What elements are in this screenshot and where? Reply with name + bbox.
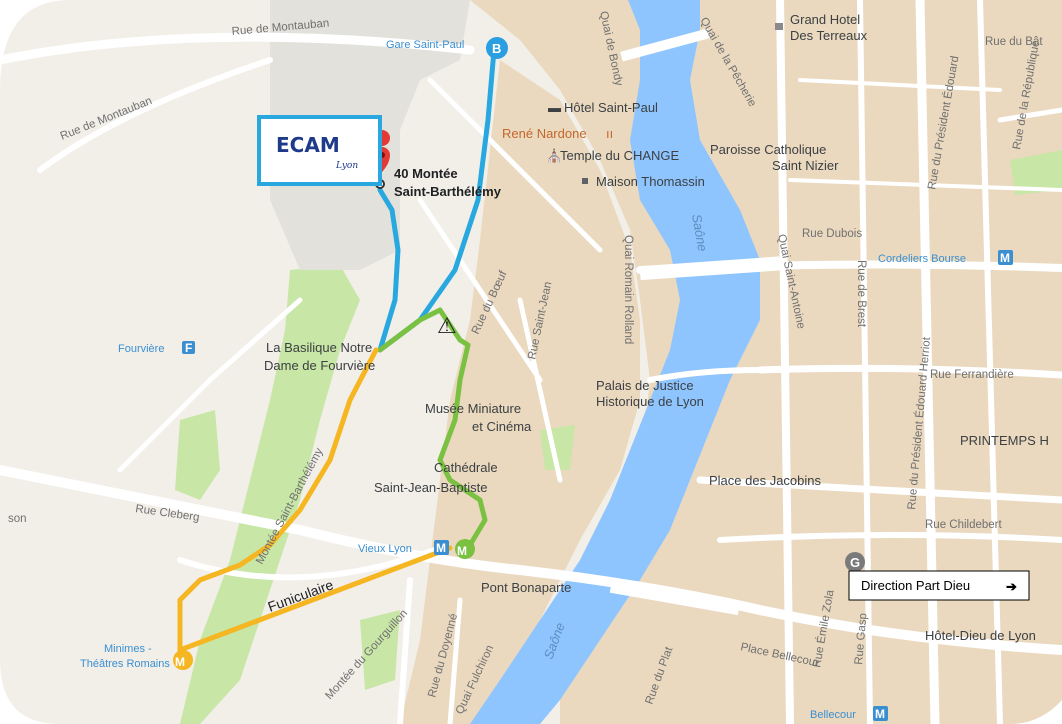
start-marker[interactable] <box>486 37 508 59</box>
park-small-2 <box>360 610 400 690</box>
place-palais-2: Historique de Lyon <box>596 394 704 409</box>
route-orange-funiculaire <box>177 545 453 653</box>
ecam-logo-text: ECAM <box>276 133 340 157</box>
maison-icon <box>582 178 588 184</box>
metro-circle-green[interactable] <box>455 539 475 559</box>
place-paroisse-2: Saint Nizier <box>772 158 839 173</box>
direction-part-dieu-label: Direction Part Dieu <box>861 578 970 593</box>
place-basilique-1: La Basilique Notre <box>266 340 372 355</box>
warning-icon[interactable]: ⚠ <box>437 314 457 339</box>
place-musee-2: et Cinéma <box>472 419 532 434</box>
place-minimes-2: Théâtres Romains <box>80 658 170 670</box>
street-rue-de-brest: Rue de Brest <box>855 260 867 328</box>
place-musee-1: Musée Miniature <box>425 401 521 416</box>
place-destination-1: 40 Montée <box>394 166 458 181</box>
place-printemps: PRINTEMPS H <box>960 433 1049 448</box>
place-pont-bonaparte: Pont Bonaparte <box>481 580 571 595</box>
park-small-1 <box>175 410 220 500</box>
fourviere-badge <box>182 341 195 354</box>
street-rue-gasparin: Rue Gasp <box>853 613 869 666</box>
park-fourviere <box>180 265 360 724</box>
route-orange-montee <box>177 347 379 658</box>
street-rue-ferrandiere: Rue Ferrandière <box>930 369 1014 381</box>
place-vieux-lyon: Vieux Lyon <box>358 543 412 555</box>
metro-circle-orange[interactable] <box>173 650 193 670</box>
metro-badge-vieux-lyon-letter: M <box>436 541 446 555</box>
hotel-icon: ▬ <box>548 100 561 115</box>
street-rue-childebert: Rue Childebert <box>925 519 1003 531</box>
fourviere-badge-letter: F <box>185 341 192 355</box>
river-label-saone-1: Saône <box>689 213 710 253</box>
place-hotel-saint-paul: Hôtel Saint-Paul <box>564 100 658 115</box>
temple-icon: ⛪ <box>546 147 562 163</box>
place-destination-2: Saint-Barthélémy <box>394 184 502 199</box>
metro-badge-cordeliers-letter: M <box>1000 251 1010 265</box>
place-fourviere: Fourvière <box>118 343 164 355</box>
park-small-3 <box>1010 150 1062 195</box>
place-maison-thomassin: Maison Thomassin <box>596 174 705 189</box>
metro-badge-bellecour-letter: M <box>875 707 885 721</box>
ecam-logo-box <box>257 115 382 186</box>
street-quai-romain-rolland: Quai Romain Rolland <box>622 235 634 344</box>
place-hotel-dieu: Hôtel-Dieu de Lyon <box>925 628 1036 643</box>
street-rue-dubois: Rue Dubois <box>802 228 862 240</box>
route-green <box>377 307 488 548</box>
end-marker-letter: G <box>850 555 860 570</box>
place-paroisse-1: Paroisse Catholique <box>710 142 826 157</box>
metro-badge-bellecour[interactable] <box>873 706 888 721</box>
place-temple-change: Temple du CHANGE <box>560 148 680 163</box>
grand-hotel-icon <box>775 23 783 30</box>
place-grand-hotel-2: Des Terreaux <box>790 28 868 43</box>
metro-badge-cordeliers[interactable] <box>998 250 1013 265</box>
direction-part-dieu-box[interactable] <box>848 570 1030 601</box>
metro-circle-green-letter: M <box>457 544 467 558</box>
place-cathedrale-1: Cathédrale <box>434 460 498 475</box>
place-gare-saint-paul: Gare Saint-Paul <box>386 39 464 51</box>
place-palais-1: Palais de Justice <box>596 378 694 393</box>
ecam-logo-subtitle: Lyon <box>335 161 358 171</box>
start-marker-letter: B <box>492 41 501 56</box>
place-cathedrale-2: Saint-Jean-Baptiste <box>374 480 487 495</box>
direction-arrow-icon: ➔ <box>1006 579 1017 594</box>
end-marker[interactable] <box>845 552 865 572</box>
restaurant-icon: ıı <box>606 126 613 141</box>
saone-river <box>470 0 760 724</box>
place-basilique-2: Dame de Fourvière <box>264 358 375 373</box>
place-grand-hotel-1: Grand Hotel <box>790 12 860 27</box>
street-son-fragment: son <box>8 513 27 525</box>
street-rue-batonnier: Rue du Bât <box>985 36 1043 48</box>
place-jacobins: Place des Jacobins <box>709 473 822 488</box>
place-minimes-1: Minimes - <box>104 643 152 655</box>
place-rene-nardone: René Nardone <box>502 126 587 141</box>
metro-badge-vieux-lyon[interactable] <box>434 540 449 555</box>
place-bellecour-metro: Bellecour <box>810 709 856 721</box>
metro-circle-orange-letter: M <box>175 655 185 669</box>
place-cordeliers-bourse: Cordeliers Bourse <box>878 253 966 265</box>
